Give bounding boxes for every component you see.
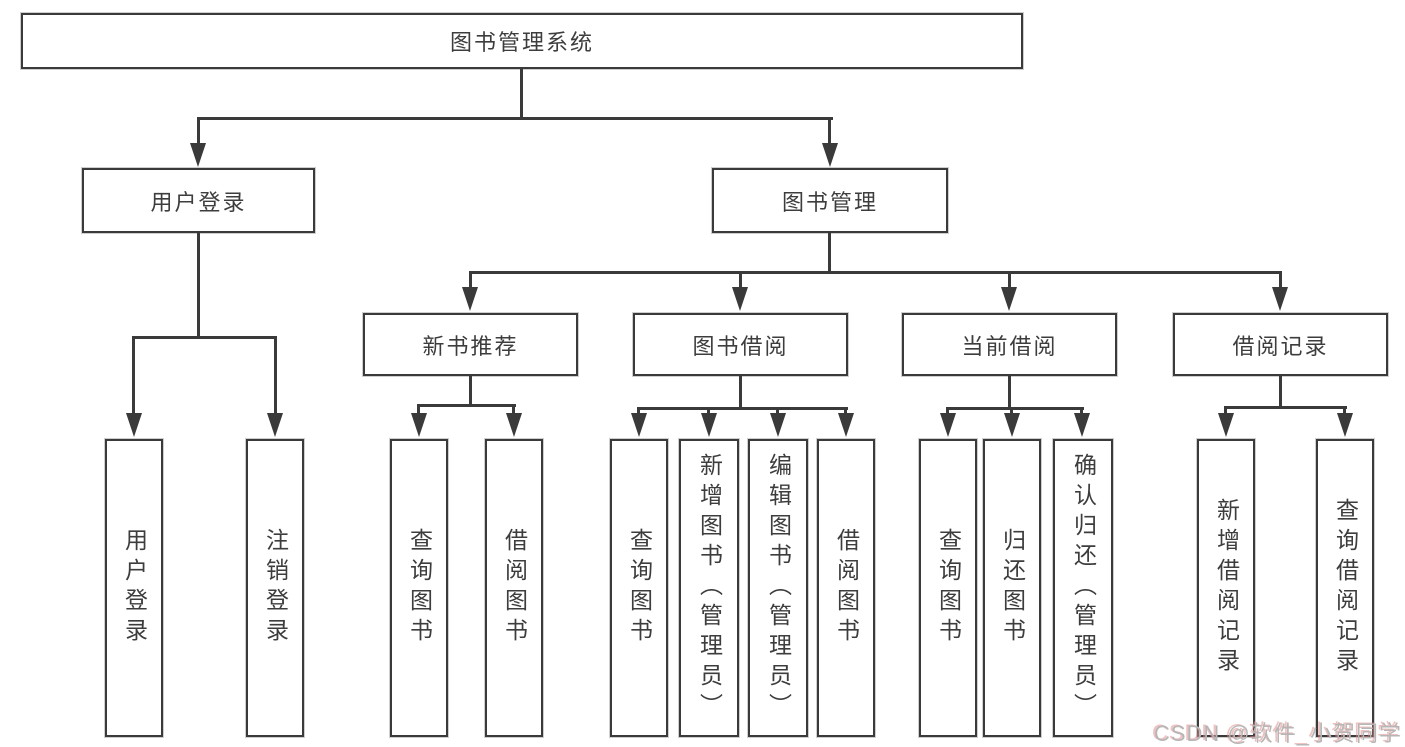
connector-line <box>132 336 135 417</box>
node-borrow-records: 借阅记录 <box>1173 313 1388 376</box>
connector-line <box>132 336 277 339</box>
arrow-down-icon <box>770 413 786 437</box>
arrow-down-icon <box>732 287 748 311</box>
connector-line <box>197 117 200 149</box>
arrow-down-icon <box>1272 287 1288 311</box>
connector-line <box>197 233 200 339</box>
leaf-br-add-record: 新增借阅记录 <box>1197 439 1255 737</box>
leaf-br-query-record: 查询借阅记录 <box>1316 439 1374 737</box>
connector-line <box>844 407 847 417</box>
arrow-down-icon <box>1074 413 1090 437</box>
connector-line <box>1343 406 1346 417</box>
node-library-management-system: 图书管理系统 <box>21 13 1023 69</box>
connector-line <box>739 271 742 289</box>
arrow-down-icon <box>411 413 427 437</box>
arrow-down-icon <box>631 413 647 437</box>
watermark: CSDN @软件_小贺同学 <box>1153 721 1402 746</box>
connector-line <box>828 233 831 274</box>
arrow-down-icon <box>1218 413 1234 437</box>
leaf-cb-query-book: 查询图书 <box>919 439 977 737</box>
leaf-nbr-query-book: 查询图书 <box>390 439 448 737</box>
arrow-down-icon <box>126 413 142 437</box>
arrow-down-icon <box>1001 287 1017 311</box>
arrow-down-icon <box>267 413 283 437</box>
leaf-bb-edit-book-admin: 编辑图书（管理员） <box>748 439 808 737</box>
connector-line <box>1008 271 1011 289</box>
arrow-down-icon <box>190 143 206 167</box>
connector-line <box>707 407 710 417</box>
arrow-down-icon <box>701 413 717 437</box>
connector-line <box>469 271 472 289</box>
node-book-management: 图书管理 <box>712 168 948 233</box>
arrow-down-icon <box>1337 413 1353 437</box>
connector-line <box>1279 376 1282 409</box>
arrow-down-icon <box>506 413 522 437</box>
connector-line <box>1008 376 1011 410</box>
leaf-logout: 注销登录 <box>246 439 304 737</box>
connector-line <box>739 376 742 410</box>
connector-line <box>637 407 640 417</box>
connector-line <box>469 271 1282 274</box>
leaf-bb-add-book-admin: 新增图书（管理员） <box>679 439 739 737</box>
leaf-cb-confirm-return-admin: 确认归还（管理员） <box>1053 439 1113 737</box>
leaf-user-login: 用户登录 <box>105 439 163 737</box>
arrow-down-icon <box>462 287 478 311</box>
connector-line <box>469 376 472 407</box>
connector-line <box>776 407 779 417</box>
node-user-login: 用户登录 <box>82 168 315 233</box>
arrow-down-icon <box>822 143 838 167</box>
connector-line <box>1279 271 1282 289</box>
connector-line <box>946 407 1084 410</box>
arrow-down-icon <box>940 413 956 437</box>
arrow-down-icon <box>1004 413 1020 437</box>
connector-line <box>512 404 515 417</box>
leaf-cb-return-book: 归还图书 <box>983 439 1041 737</box>
connector-line <box>197 117 833 120</box>
connector-line <box>1224 406 1347 409</box>
connector-line <box>520 69 523 119</box>
leaf-nbr-borrow-book: 借阅图书 <box>485 439 543 737</box>
connector-line <box>417 404 420 417</box>
leaf-bb-borrow-book: 借阅图书 <box>817 439 875 737</box>
connector-line <box>828 117 831 149</box>
connector-line <box>637 407 848 410</box>
connector-line <box>1080 407 1083 417</box>
node-current-borrow: 当前借阅 <box>902 313 1117 376</box>
node-new-book-recommend: 新书推荐 <box>363 313 578 376</box>
connector-line <box>1010 407 1013 417</box>
connector-line <box>417 404 516 407</box>
arrow-down-icon <box>838 413 854 437</box>
connector-line <box>1224 406 1227 417</box>
connector-line <box>274 336 277 417</box>
connector-line <box>946 407 949 417</box>
leaf-bb-query-book: 查询图书 <box>610 439 668 737</box>
node-book-borrow: 图书借阅 <box>633 313 848 376</box>
